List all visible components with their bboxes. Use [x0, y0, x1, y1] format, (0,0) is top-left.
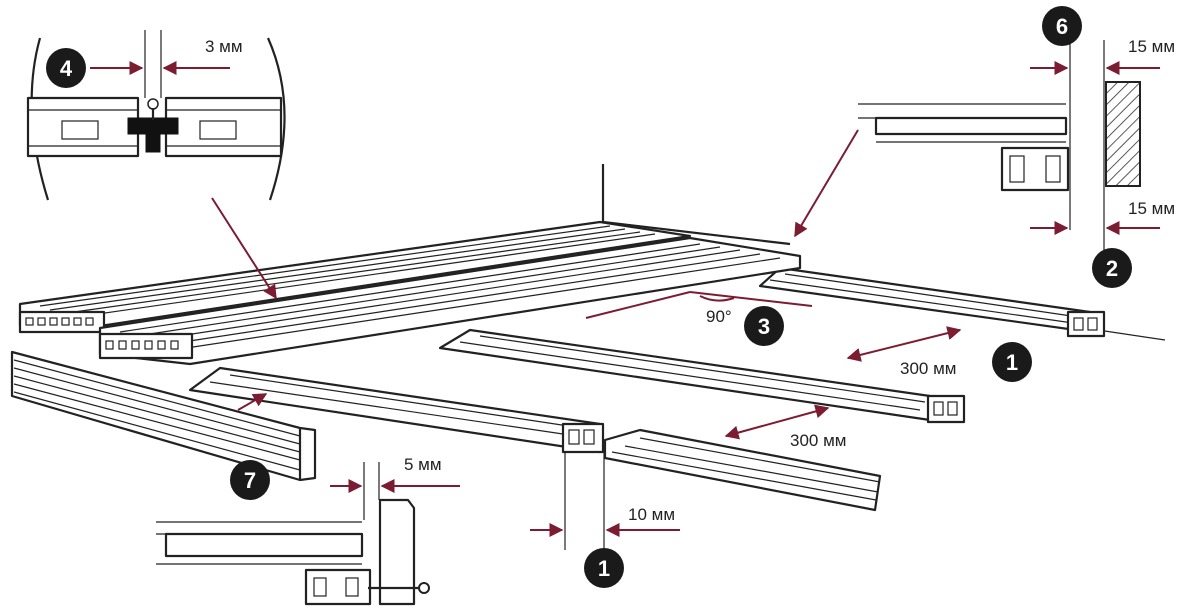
skirting-arrow	[237, 393, 268, 411]
svg-text:7: 7	[244, 468, 256, 493]
svg-text:2: 2	[1106, 256, 1118, 281]
joist-spacing-dimensions: 300 мм 300 мм	[724, 326, 962, 450]
badge-7: 7	[230, 460, 270, 500]
label-joist-end-gap: 10 мм	[628, 505, 675, 524]
label-joist-spacing-1: 300 мм	[900, 359, 956, 378]
svg-text:1: 1	[598, 556, 610, 581]
detail-wall-gap: 15 мм 15 мм	[794, 37, 1175, 250]
badge-4: 4	[46, 48, 86, 88]
joist-front	[188, 366, 605, 454]
label-edge-gap: 5 мм	[404, 455, 442, 474]
badge-6: 6	[1042, 6, 1082, 46]
detail-joist-end-gap: 10 мм	[530, 452, 680, 550]
detail-edge-gap: 5 мм	[156, 455, 460, 606]
board-profile-holes-front	[105, 340, 179, 350]
badge-3: 3	[744, 306, 784, 346]
label-wall-gap-bottom: 15 мм	[1128, 199, 1175, 218]
deck-board-front	[98, 236, 802, 366]
label-angle: 90°	[706, 307, 732, 326]
deck-board-back	[18, 220, 692, 334]
label-gap-boards: 3 мм	[205, 37, 243, 56]
badge-2: 2	[1092, 248, 1132, 288]
label-joist-spacing-2: 300 мм	[790, 431, 846, 450]
svg-text:1: 1	[1006, 350, 1018, 375]
end-skirting-board	[10, 350, 317, 482]
joist-continuation	[603, 428, 882, 512]
joists	[188, 266, 1106, 512]
svg-text:6: 6	[1056, 14, 1068, 39]
detail-board-gap: 3 мм	[26, 30, 286, 300]
room-corner	[601, 164, 1166, 341]
angle-indicator: 90°	[585, 291, 813, 326]
badge-1: 1	[992, 342, 1032, 382]
joist-middle	[438, 328, 966, 424]
svg-text:3: 3	[758, 314, 770, 339]
label-wall-gap-top: 15 мм	[1128, 37, 1175, 56]
deck-boards	[18, 220, 802, 366]
badge-1-bottom: 1	[584, 548, 624, 588]
svg-text:4: 4	[60, 56, 73, 81]
joist-rear	[758, 266, 1106, 338]
board-profile-holes-back	[25, 317, 94, 326]
